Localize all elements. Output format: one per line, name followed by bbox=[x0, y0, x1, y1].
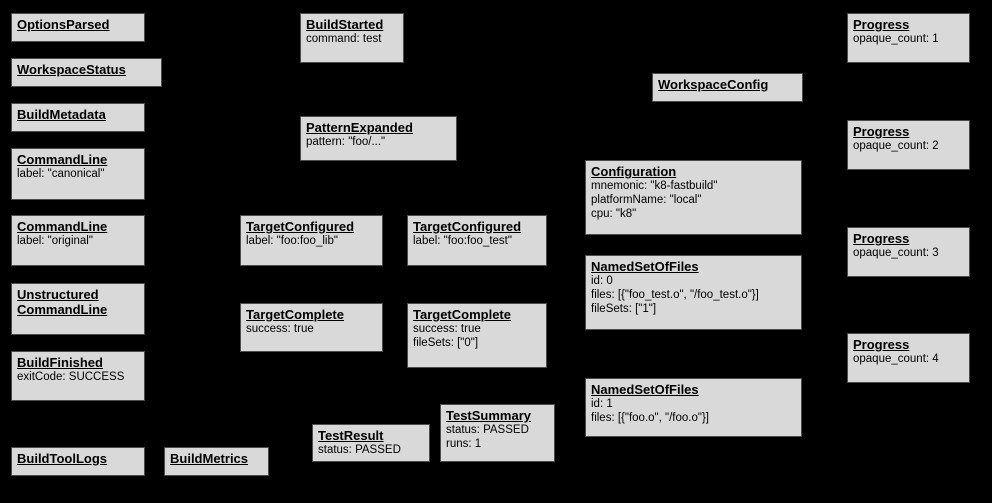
node-title: TargetConfigured bbox=[246, 219, 355, 234]
node-field-label: label: "canonical" bbox=[17, 168, 105, 180]
node-title: TestResult bbox=[318, 428, 384, 443]
node-title: WorkspaceStatus bbox=[17, 62, 126, 77]
node-title: BuildFinished bbox=[17, 355, 103, 370]
node-title: Configuration bbox=[591, 164, 677, 179]
node-title: Progress bbox=[853, 337, 910, 352]
node-title: BuildMetadata bbox=[17, 107, 106, 122]
node-target-configured-foo-test[interactable]: TargetConfigured label: "foo:foo_test" bbox=[407, 215, 547, 266]
node-test-summary[interactable]: TestSummary status: PASSED runs: 1 bbox=[440, 404, 555, 462]
node-field-opaque-count: opaque_count: 1 bbox=[853, 33, 939, 45]
node-field-mnemonic: mnemonic: "k8-fastbuild" bbox=[591, 180, 718, 192]
node-named-set-of-files-0[interactable]: NamedSetOfFiles id: 0 files: [{"foo_test… bbox=[585, 255, 802, 330]
node-title: BuildStarted bbox=[306, 17, 384, 32]
node-field-files: files: [{"foo.o", "/foo.o"}] bbox=[591, 412, 709, 424]
node-title: BuildToolLogs bbox=[17, 451, 108, 466]
node-build-metrics[interactable]: BuildMetrics bbox=[164, 447, 269, 476]
node-title: BuildMetrics bbox=[170, 451, 249, 466]
node-progress-2[interactable]: Progress opaque_count: 2 bbox=[847, 120, 970, 170]
node-title: TestSummary bbox=[446, 408, 532, 423]
node-pattern-expanded[interactable]: PatternExpanded pattern: "foo/..." bbox=[300, 116, 457, 161]
node-named-set-of-files-1[interactable]: NamedSetOfFiles id: 1 files: [{"foo.o", … bbox=[585, 378, 802, 437]
node-command-line-original[interactable]: CommandLine label: "original" bbox=[11, 215, 145, 266]
node-title: NamedSetOfFiles bbox=[591, 382, 699, 397]
node-field-label: label: "foo:foo_test" bbox=[413, 235, 512, 247]
node-workspace-status[interactable]: WorkspaceStatus bbox=[11, 58, 162, 87]
node-options-parsed[interactable]: OptionsParsed bbox=[11, 13, 145, 42]
node-field-file-sets: fileSets: ["0"] bbox=[413, 337, 479, 349]
node-field-opaque-count: opaque_count: 3 bbox=[853, 247, 939, 259]
node-title: TargetConfigured bbox=[413, 219, 522, 234]
node-field-label: label: "original" bbox=[17, 235, 93, 247]
node-field-success: success: true bbox=[413, 323, 481, 335]
node-field-platform-name: platformName: "local" bbox=[591, 194, 702, 206]
node-field-exit-code: exitCode: SUCCESS bbox=[17, 371, 125, 383]
node-field-status: status: PASSED bbox=[318, 444, 401, 456]
node-field-id: id: 1 bbox=[591, 398, 613, 410]
node-title: CommandLine bbox=[17, 152, 108, 167]
node-target-configured-foo-lib[interactable]: TargetConfigured label: "foo:foo_lib" bbox=[240, 215, 383, 266]
node-field-pattern: pattern: "foo/..." bbox=[306, 136, 386, 148]
node-title: Unstructured CommandLine bbox=[17, 287, 108, 317]
node-field-success: success: true bbox=[246, 323, 314, 335]
node-field-label: label: "foo:foo_lib" bbox=[246, 235, 338, 247]
node-build-finished[interactable]: BuildFinished exitCode: SUCCESS bbox=[11, 351, 145, 401]
node-progress-1[interactable]: Progress opaque_count: 1 bbox=[847, 13, 970, 63]
node-title: WorkspaceConfig bbox=[658, 77, 769, 92]
node-title: Progress bbox=[853, 231, 910, 246]
node-field-id: id: 0 bbox=[591, 275, 613, 287]
node-command-line-canonical[interactable]: CommandLine label: "canonical" bbox=[11, 148, 145, 200]
node-field-file-sets: fileSets: ["1"] bbox=[591, 303, 657, 315]
node-field-files: files: [{"foo_test.o", "/foo_test.o"}] bbox=[591, 289, 759, 301]
node-build-tool-logs[interactable]: BuildToolLogs bbox=[11, 447, 145, 476]
node-progress-3[interactable]: Progress opaque_count: 3 bbox=[847, 227, 970, 277]
node-title: OptionsParsed bbox=[17, 17, 110, 32]
node-title: TargetComplete bbox=[246, 307, 344, 322]
node-field-cpu: cpu: "k8" bbox=[591, 208, 637, 220]
node-target-complete-foo-lib[interactable]: TargetComplete success: true bbox=[240, 303, 383, 352]
node-unstructured-command-line[interactable]: Unstructured CommandLine bbox=[11, 283, 145, 335]
node-title: NamedSetOfFiles bbox=[591, 259, 699, 274]
node-configuration[interactable]: Configuration mnemonic: "k8-fastbuild" p… bbox=[585, 160, 802, 235]
node-field-opaque-count: opaque_count: 4 bbox=[853, 353, 939, 365]
node-title: CommandLine bbox=[17, 219, 108, 234]
node-title: PatternExpanded bbox=[306, 120, 413, 135]
node-target-complete-foo-test[interactable]: TargetComplete success: true fileSets: [… bbox=[407, 303, 547, 368]
node-title: Progress bbox=[853, 124, 910, 139]
node-field-status: status: PASSED bbox=[446, 424, 529, 436]
node-build-metadata[interactable]: BuildMetadata bbox=[11, 103, 145, 132]
node-test-result[interactable]: TestResult status: PASSED bbox=[312, 424, 430, 462]
node-build-started[interactable]: BuildStarted command: test bbox=[300, 13, 404, 63]
node-progress-4[interactable]: Progress opaque_count: 4 bbox=[847, 333, 970, 383]
node-field-command: command: test bbox=[306, 33, 382, 45]
node-field-runs: runs: 1 bbox=[446, 438, 482, 450]
node-title: TargetComplete bbox=[413, 307, 511, 322]
node-title: Progress bbox=[853, 17, 910, 32]
node-field-opaque-count: opaque_count: 2 bbox=[853, 140, 939, 152]
node-workspace-config[interactable]: WorkspaceConfig bbox=[652, 73, 803, 102]
